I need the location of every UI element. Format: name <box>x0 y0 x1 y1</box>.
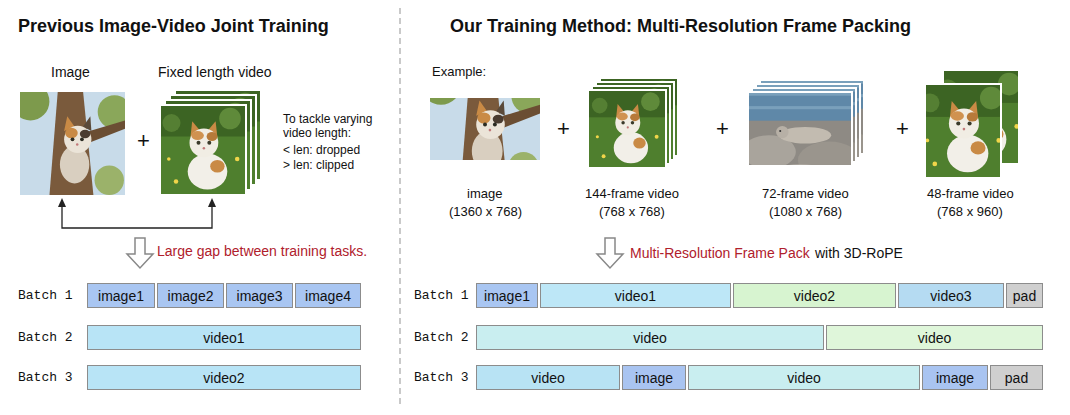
heading: Our Training Method: Multi-Resolution Fr… <box>450 16 911 38</box>
divider-line <box>399 8 401 405</box>
batch-segment: video2 <box>87 365 361 390</box>
gap-note: Large gap between training tasks. <box>157 243 367 260</box>
note-text: To tackle varying video length: <box>283 112 395 141</box>
segment-text: image2 <box>168 288 214 304</box>
note-text: > len: clipped <box>283 158 354 172</box>
segment-text: video <box>787 370 820 386</box>
segment-text: video2 <box>794 288 835 304</box>
batch-segment: video1 <box>87 325 361 350</box>
caption: (768 x 960) <box>937 204 1003 220</box>
video-stack <box>742 65 873 189</box>
video-label: Fixed length video <box>158 64 272 81</box>
batch-segment: video <box>476 365 620 390</box>
bracket-line <box>62 205 212 228</box>
caption: 48-frame video <box>927 186 1014 202</box>
batch-segment: image2 <box>157 283 224 308</box>
segment-text: video3 <box>930 288 971 304</box>
caption: (768 x 768) <box>599 204 665 220</box>
caption: (1080 x 768) <box>769 204 842 220</box>
video-frame <box>742 77 861 189</box>
frame-border <box>588 90 666 168</box>
batch-segment: image <box>922 365 988 390</box>
batch-segment: pad <box>990 365 1043 390</box>
segment-text: video <box>633 330 666 346</box>
video-stack <box>588 78 678 168</box>
batch-segment: video <box>688 365 920 390</box>
segment-text: pad <box>1013 288 1036 304</box>
segment-text: image <box>936 370 974 386</box>
frame-border <box>925 84 1001 178</box>
image-photo <box>421 65 546 184</box>
caption: 72-frame video <box>762 186 849 202</box>
segment-text: image1 <box>98 288 144 304</box>
method-note: with 3D-RoPE <box>815 245 903 262</box>
batch-label: Batch 1 <box>414 288 469 304</box>
batch-label: Batch 2 <box>18 330 73 346</box>
hollow-down-arrow <box>127 238 153 268</box>
hollow-down-arrow <box>597 238 623 268</box>
bracket-arrow <box>58 198 216 228</box>
batch-label: Batch 3 <box>414 370 469 386</box>
batch-label: Batch 1 <box>18 288 73 304</box>
frame-border <box>748 92 852 166</box>
batch-label: Batch 2 <box>414 330 469 346</box>
arrow-head <box>58 198 66 207</box>
batch-segment: image <box>622 365 686 390</box>
video-stack <box>916 70 1028 178</box>
example-label: Example: <box>432 64 486 80</box>
plus-sign: + <box>896 116 909 142</box>
video-frame <box>916 84 1010 178</box>
plus-sign: + <box>137 128 150 154</box>
segment-text: video1 <box>203 330 244 346</box>
segment-text: pad <box>1005 370 1028 386</box>
segment-text: video <box>918 330 951 346</box>
image-label: Image <box>51 64 90 81</box>
plus-sign: + <box>716 116 729 142</box>
plus-sign: + <box>557 116 570 142</box>
heading: Previous Image-Video Joint Training <box>18 16 329 38</box>
batch-segment: video1 <box>540 283 731 308</box>
segment-text: video1 <box>615 288 656 304</box>
caption: 144-frame video <box>585 186 679 202</box>
video-frame <box>588 90 666 168</box>
cat-photo <box>421 65 546 184</box>
method-note: Multi-Resolution Frame Pack <box>630 245 810 262</box>
batch-segment: image1 <box>476 283 538 308</box>
segment-text: image <box>635 370 673 386</box>
video-stack <box>158 90 263 195</box>
caption: image <box>467 186 502 202</box>
frame-border <box>160 105 246 195</box>
batch-segment: image1 <box>87 283 155 308</box>
cat-photo <box>12 83 132 196</box>
batch-segment: image4 <box>295 283 361 308</box>
batch-label: Batch 3 <box>18 370 73 386</box>
video-frame <box>158 105 248 195</box>
batch-segment: video3 <box>898 283 1004 308</box>
caption: (1360 x 768) <box>449 204 522 220</box>
batch-segment: image3 <box>226 283 293 308</box>
segment-text: video <box>531 370 564 386</box>
segment-text: video2 <box>203 370 244 386</box>
segment-text: image1 <box>484 288 530 304</box>
batch-segment: video <box>826 325 1043 350</box>
batch-segment: video <box>476 325 824 350</box>
batch-segment: pad <box>1006 283 1043 308</box>
batch-segment: video2 <box>733 283 896 308</box>
note-text: < len: dropped <box>283 143 360 157</box>
segment-text: image3 <box>237 288 283 304</box>
segment-text: image4 <box>305 288 351 304</box>
image-photo <box>12 83 132 196</box>
arrow-head <box>208 198 216 207</box>
